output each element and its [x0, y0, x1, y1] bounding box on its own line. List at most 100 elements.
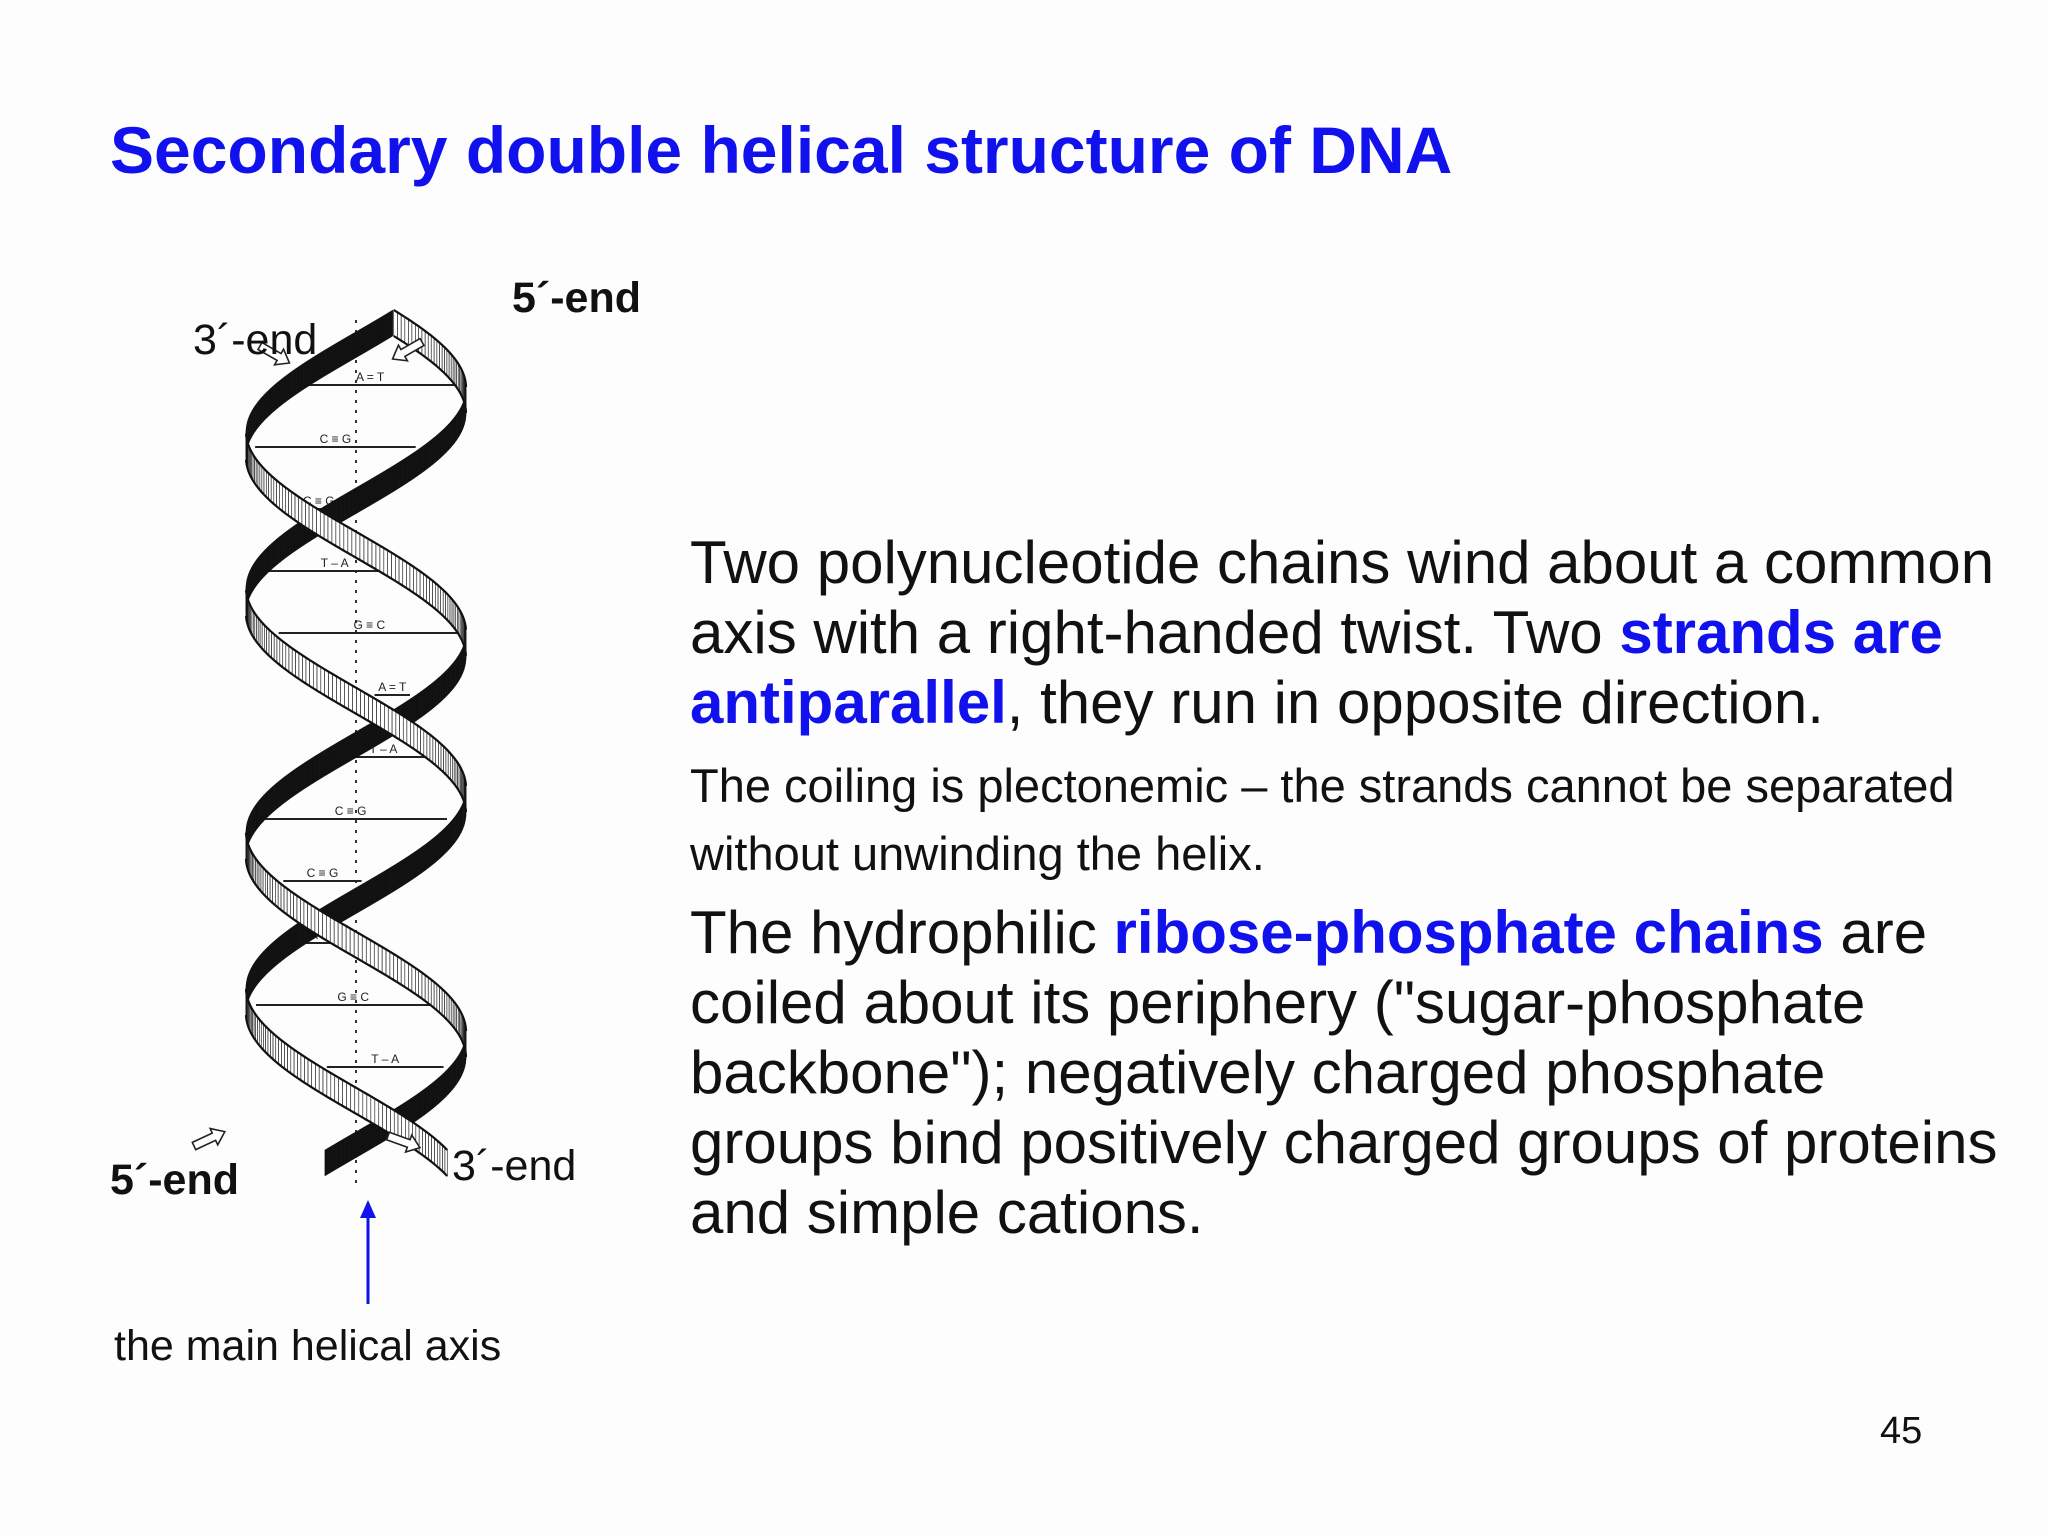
strand-b-segment	[360, 1126, 365, 1156]
strand-a-segment	[418, 1126, 423, 1156]
p1-highlight: strands are antiparallel	[690, 599, 1943, 736]
strand-a-segment	[360, 689, 365, 720]
strand-b-segment	[269, 386, 273, 416]
strand-a-segment	[260, 951, 264, 981]
strand-b-segment	[335, 519, 341, 549]
strand-a-segment	[397, 311, 402, 342]
strand-b-segment	[455, 657, 458, 687]
strand-a-segment	[378, 1100, 384, 1130]
strand-a-segment	[426, 731, 431, 762]
strand-b-segment	[264, 869, 268, 900]
strand-a-segment	[295, 521, 300, 552]
strand-a-segment	[372, 475, 377, 505]
strand-b-segment	[333, 918, 339, 948]
strand-b-segment	[292, 367, 297, 398]
strand-b-segment	[383, 547, 389, 577]
strand-a-segment	[445, 423, 449, 454]
strand-a-segment	[380, 701, 385, 731]
strand-b-segment	[329, 916, 335, 946]
strand-b-segment	[261, 794, 264, 825]
strand-a-segment	[271, 631, 275, 661]
strand-a-segment	[279, 638, 284, 668]
strand-a-segment	[264, 624, 267, 655]
strand-a-segment	[261, 621, 265, 652]
strand-b-segment	[419, 570, 424, 601]
strand-a-segment	[431, 1135, 435, 1165]
strand-a-segment	[270, 941, 273, 972]
strand-a-segment	[315, 1063, 320, 1093]
strand-a-segment	[450, 752, 453, 783]
strand-b-segment	[391, 552, 396, 582]
strand-a-segment	[434, 1137, 438, 1168]
strand-b-segment	[385, 948, 391, 979]
strand-a-segment	[334, 1074, 340, 1105]
strand-b-segment	[336, 1140, 341, 1170]
strand-a-segment	[266, 545, 270, 575]
strand-b-segment	[419, 689, 423, 720]
strand-b-segment	[426, 575, 430, 605]
strand-a-segment	[458, 808, 460, 839]
strand-a-segment	[358, 1088, 364, 1119]
strand-a-segment	[285, 643, 290, 673]
strand-b-segment	[411, 965, 416, 995]
base-pair-label: T – A	[321, 556, 349, 570]
strand-a-segment	[451, 818, 454, 848]
strand-a-segment	[395, 461, 400, 491]
strand-b-segment	[323, 512, 329, 542]
strand-b-segment	[327, 514, 333, 545]
strand-b-segment	[252, 806, 255, 837]
strand-b-segment	[418, 969, 423, 1000]
strand-b-segment	[322, 911, 327, 941]
strand-a-segment	[267, 944, 271, 974]
strand-b-segment	[344, 335, 350, 365]
strand-a-segment	[295, 650, 300, 680]
body-text: Two polynucleotide chains wind about a c…	[690, 528, 2010, 1248]
strand-b-segment	[331, 517, 337, 547]
strand-a-segment	[281, 1039, 285, 1070]
strand-a-segment	[380, 470, 385, 500]
strand-a-segment	[457, 409, 460, 440]
strand-b-segment	[415, 967, 420, 997]
strand-b-segment	[315, 752, 320, 783]
strand-b-segment	[425, 685, 430, 715]
strand-a-segment	[399, 458, 404, 489]
strand-a-segment	[356, 687, 361, 717]
paragraph-antiparallel: Two polynucleotide chains wind about a c…	[690, 528, 2010, 738]
strand-b-segment	[442, 671, 446, 701]
strand-a-segment	[330, 1072, 336, 1102]
strand-b-segment	[321, 349, 326, 379]
strand-a-segment	[376, 699, 381, 729]
strand-a-segment	[324, 668, 329, 699]
strand-a-segment	[278, 1037, 282, 1067]
strand-a-segment	[456, 811, 459, 841]
strand-a-segment	[376, 472, 381, 503]
strand-a-segment	[384, 468, 389, 498]
strand-b-segment	[265, 470, 269, 501]
strand-a-segment	[348, 489, 353, 519]
strand-a-segment	[305, 657, 310, 687]
strand-b-segment	[273, 477, 277, 507]
strand-a-segment	[268, 542, 272, 573]
strand-b-segment	[286, 372, 290, 402]
strand-a-segment	[427, 332, 432, 363]
strand-b-segment	[285, 486, 289, 517]
strand-b-segment	[255, 801, 258, 832]
strand-b-segment	[284, 773, 288, 804]
strand-b-segment	[452, 1060, 455, 1091]
strand-a-segment	[391, 708, 397, 738]
strand-b-segment	[267, 871, 271, 902]
strand-b-segment	[455, 1056, 458, 1086]
strand-b-segment	[408, 962, 413, 993]
strand-b-segment	[301, 498, 306, 528]
strand-b-segment	[303, 899, 308, 930]
strand-a-segment	[428, 839, 432, 869]
p1-text-after: , they run in opposite direction.	[1006, 669, 1824, 736]
strand-a-segment	[270, 1030, 274, 1061]
strand-b-segment	[278, 778, 282, 808]
strand-b-segment	[269, 873, 273, 904]
strand-a-segment	[422, 1128, 426, 1158]
label-5-end-top: 5´-end	[512, 274, 641, 322]
strand-a-segment	[348, 682, 353, 713]
strand-b-segment	[299, 363, 304, 393]
strand-b-segment	[402, 559, 407, 589]
